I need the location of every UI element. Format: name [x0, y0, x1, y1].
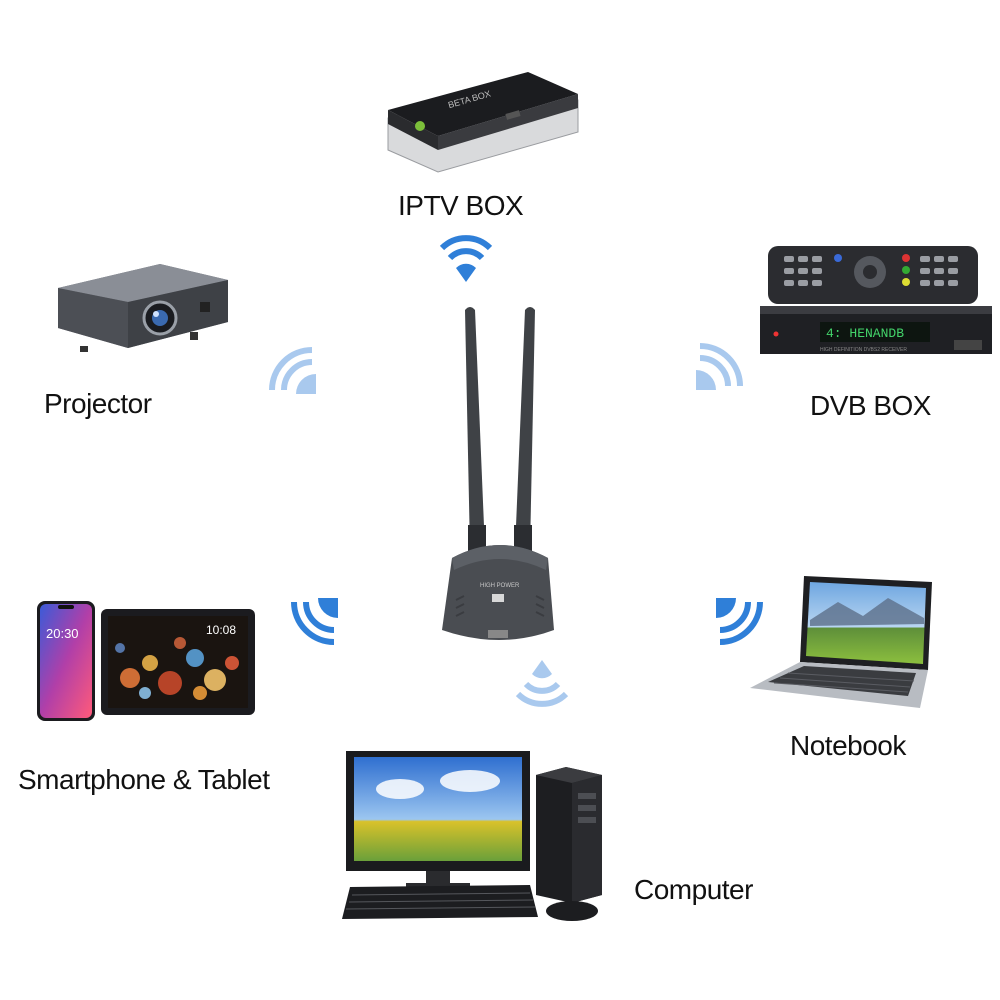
projector [58, 264, 228, 352]
dvb-receiver: 4: HENANDB HIGH DEFINITION DVBS2 RECEIVE… [760, 246, 992, 354]
iptv-box-label: IPTV BOX [398, 190, 524, 221]
notebook-label: Notebook [790, 730, 906, 761]
wifi-signal-icon [291, 598, 338, 645]
wifi-signal-icon [696, 343, 743, 390]
notebook [750, 576, 932, 708]
smartphone: 20:30 [37, 601, 95, 721]
adapter-brand-text: HIGH POWER [480, 583, 520, 589]
desktop-computer [342, 751, 602, 921]
tablet: 10:08 [101, 609, 255, 715]
computer-label: Computer [634, 874, 753, 905]
dvb-box-label: DVB BOX [810, 390, 931, 421]
remote-control [768, 246, 978, 304]
iptv-box: BETA BOX [387, 72, 579, 173]
wifi-signal-icon [716, 598, 763, 645]
wifi-signal-icon [269, 347, 316, 394]
wifi-signal-icon [515, 660, 569, 707]
dvb-display-text: 4: HENANDB [826, 326, 904, 341]
projector-label: Projector [44, 388, 152, 419]
dvb-brand-text: HIGH DEFINITION DVBS2 RECEIVER [820, 347, 907, 353]
smartphone-tablet-label: Smartphone & Tablet [18, 764, 270, 795]
usb-wifi-adapter: HIGH POWER [442, 307, 554, 640]
wifi-signal-icon [439, 235, 493, 282]
tablet-time-text: 10:08 [206, 623, 236, 637]
phone-time-text: 20:30 [46, 626, 79, 641]
